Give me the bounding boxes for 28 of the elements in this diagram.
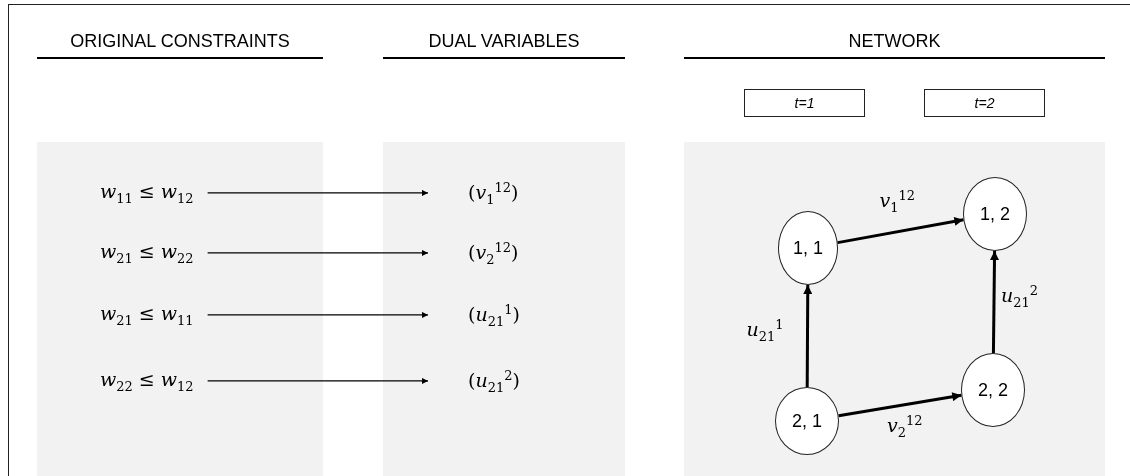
arrow bbox=[990, 251, 999, 353]
arrow bbox=[837, 216, 964, 245]
network-node: 1, 2 bbox=[963, 177, 1027, 251]
math-expression: (v$_{2}$$^{12}$) bbox=[468, 240, 519, 268]
network-node: 1, 1 bbox=[778, 211, 838, 285]
math-expression: w$_{21}$ ≤ w$_{11}$ bbox=[100, 302, 194, 328]
time-box: t=2 bbox=[924, 89, 1045, 117]
arrow bbox=[207, 377, 429, 384]
math-expression: w$_{11}$ ≤ w$_{12}$ bbox=[100, 180, 194, 206]
math-expression: (u$_{21}$$^{2}$) bbox=[468, 368, 520, 396]
network-node: 2, 2 bbox=[961, 353, 1025, 427]
math-expression: w$_{21}$ ≤ w$_{22}$ bbox=[100, 240, 194, 266]
time-box: t=1 bbox=[744, 89, 865, 117]
column-panel bbox=[37, 142, 323, 476]
arrow bbox=[207, 189, 429, 196]
math-expression: (u$_{21}$$^{1}$) bbox=[468, 302, 520, 330]
column-heading: ORIGINAL CONSTRAINTS bbox=[37, 27, 323, 59]
column-heading: DUAL VARIABLES bbox=[383, 27, 625, 59]
arrow bbox=[803, 285, 813, 387]
math-expression: w$_{22}$ ≤ w$_{12}$ bbox=[100, 368, 194, 394]
math-expression: (v$_{1}$$^{12}$) bbox=[468, 180, 519, 208]
column-heading: NETWORK bbox=[684, 27, 1105, 59]
arrow bbox=[207, 249, 429, 256]
column-panel bbox=[383, 142, 625, 476]
arrow bbox=[207, 311, 429, 318]
network-node: 2, 1 bbox=[775, 387, 839, 455]
column-panel bbox=[684, 142, 1105, 476]
arrow bbox=[838, 392, 962, 418]
